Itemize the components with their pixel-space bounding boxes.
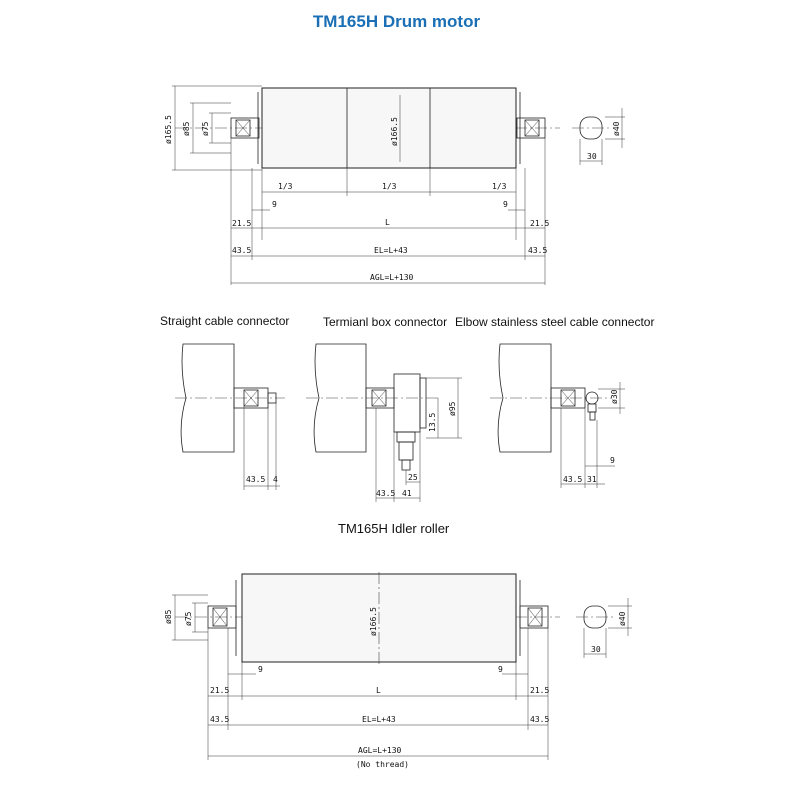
dim-t95: ø95 [448,401,457,416]
idler-dim-a21-right: 21.5 [530,686,549,695]
dim-d75: ø75 [201,121,210,136]
dim-t41: 41 [402,489,412,498]
terminal-box-label: Termianl box connector [323,315,448,329]
elbow-connector-drawing [490,343,625,488]
dim-L: L [385,218,390,227]
dim-e31: 31 [587,475,597,484]
idler-dim-d85: ø85 [164,609,173,624]
dim-nine-right: 9 [503,200,508,209]
idler-dim-a43-left: 43.5 [210,715,229,724]
dim-nine-left: 9 [272,200,277,209]
drum-body [261,87,517,169]
elbow-connector-label: Elbow stainless steel cable connector [455,315,655,329]
idler-dim-nine-right: 9 [498,665,503,674]
idler-dim-d166: ø166.5 [369,607,378,636]
dim-a43-right: 43.5 [528,246,547,255]
dim-third-2: 1/3 [382,182,397,191]
idler-dim-L: L [376,686,381,695]
dim-d40: ø40 [612,121,621,136]
dim-t43: 43.5 [376,489,395,498]
straight-connector-label: Straight cable connector [160,314,290,328]
idler-dim-d75: ø75 [184,611,193,626]
idler-dim-a21-left: 21.5 [210,686,229,695]
idler-roller-label: TM165H Idler roller [338,521,450,536]
idler-dim-a43-right: 43.5 [530,715,549,724]
dim-e43: 43.5 [563,475,582,484]
dim-a43-left: 43.5 [232,246,251,255]
idler-no-thread-note: (No thread) [356,760,409,769]
dim-EL: EL=L+43 [374,246,408,255]
dim-w30: 30 [587,152,597,161]
idler-dim-d40: ø40 [618,611,627,626]
drum-motor-drawing [172,85,625,285]
idler-dim-EL: EL=L+43 [362,715,396,724]
dim-e9: 9 [610,456,615,465]
dim-e30: ø30 [610,389,619,404]
dim-AGL: AGL=L+130 [370,273,414,282]
dim-t25: 25 [408,473,418,482]
dim-a21-right: 21.5 [530,219,549,228]
idler-dim-nine-left: 9 [258,665,263,674]
dim-s43: 43.5 [246,475,265,484]
dim-s4: 4 [273,475,278,484]
dim-third-1: 1/3 [278,182,293,191]
page-title: TM165H Drum motor [312,12,481,31]
terminal-box-drawing [306,343,462,502]
straight-connector-drawing [175,343,285,490]
dim-t135: 13.5 [428,413,437,432]
dim-d85: ø85 [182,121,191,136]
dim-a21-left: 21.5 [232,219,251,228]
idler-dim-w30: 30 [591,645,601,654]
idler-dim-AGL: AGL=L+130 [358,746,402,755]
right-shaft [516,117,546,139]
dim-d166: ø166.5 [390,117,399,146]
idler-roller-drawing [172,572,632,760]
left-shaft [230,117,260,139]
dim-d165: ø165.5 [164,115,173,144]
dim-third-3: 1/3 [492,182,507,191]
